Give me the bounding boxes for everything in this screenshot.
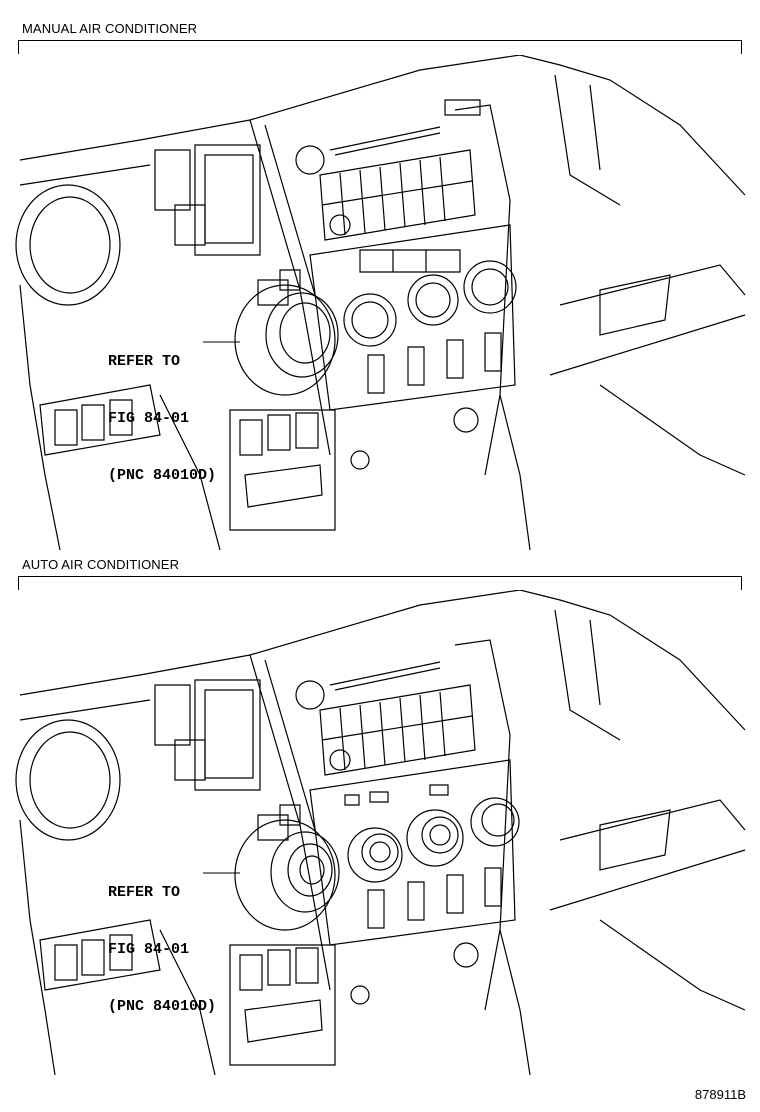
illustration-code: 878911B [694, 1087, 746, 1102]
refer-callout: REFER TO FIG 84-01 (PNC 84010D) [108, 314, 216, 523]
callout-line-2: FIG 84-01 [108, 410, 190, 427]
callout-line-1: REFER TO [108, 884, 181, 901]
callout-line-3: (PNC 84010D) [108, 998, 217, 1015]
callout-line-1: REFER TO [108, 353, 181, 370]
section-bracket [18, 40, 742, 54]
manual-dashboard-drawing [0, 55, 760, 550]
callout-line-3: (PNC 84010D) [108, 467, 217, 484]
callout-leader-line [0, 555, 760, 1075]
callout-line-2: FIG 84-01 [108, 941, 190, 958]
auto-dashboard-drawing [0, 590, 760, 1075]
section-title: AUTO AIR CONDITIONER [22, 557, 180, 572]
section-bracket [18, 576, 742, 590]
manual-ac-section: MANUAL AIR CONDITIONER [0, 0, 760, 550]
callout-leader-line [0, 0, 760, 550]
section-title: MANUAL AIR CONDITIONER [22, 21, 198, 36]
refer-callout: REFER TO FIG 84-01 (PNC 84010D) [108, 845, 216, 1054]
auto-ac-section: AUTO AIR CONDITIONER [0, 555, 760, 1075]
